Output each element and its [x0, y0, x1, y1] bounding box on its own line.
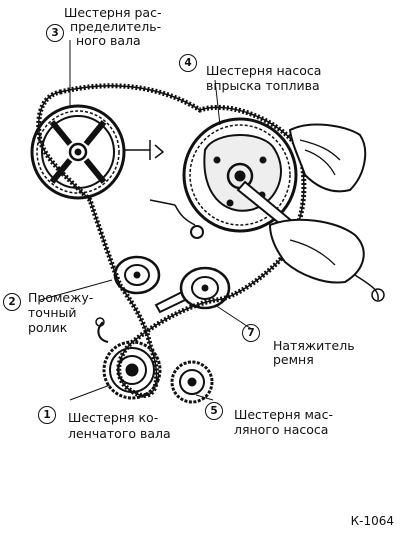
idler-pulley-label-line1: Промежу-	[28, 290, 94, 305]
tensioner-drawing	[149, 199, 231, 314]
camshaft-gear-drawing	[30, 104, 165, 200]
injection-pump-gear-label-line2: впрыска топлива	[206, 78, 320, 93]
callout-number-3: 3	[46, 24, 64, 42]
crank-gear-drawing	[95, 317, 162, 400]
callout-number-1: 1	[38, 406, 56, 424]
timing-belt	[36, 83, 307, 398]
injection-pump-gear-label-line1: Шестерня насоса	[206, 63, 322, 78]
callout-number-4: 4	[179, 54, 197, 72]
oil-pump-gear-label-line2: ляного насоса	[234, 422, 329, 437]
tensioner-label-line2: ремня	[273, 352, 314, 367]
injection-pump-gear-drawing	[182, 117, 385, 302]
camshaft-gear-label-line1: Шестерня рас-	[64, 5, 162, 20]
crank-gear-label-line1: Шестерня ко-	[68, 410, 159, 425]
idler-pulley-drawing	[113, 255, 161, 295]
callout-number-2: 2	[3, 293, 21, 311]
crank-gear-label-line2: ленчатого вала	[68, 426, 171, 441]
tensioner-label-line1: Натяжитель	[273, 338, 355, 353]
oil-pump-gear-drawing	[170, 360, 214, 404]
camshaft-gear-label-line2: пределитель-	[70, 19, 162, 34]
figure-code: К-1064	[350, 514, 394, 528]
leader-lines	[39, 40, 254, 401]
callout-number-7: 7	[242, 324, 260, 342]
oil-pump-gear-label-line1: Шестерня мас-	[234, 407, 333, 422]
idler-pulley-label-line2: точный	[28, 305, 77, 320]
idler-pulley-label-line3: ролик	[28, 320, 68, 335]
callout-number-5: 5	[205, 402, 223, 420]
camshaft-gear-label-line3: ного вала	[76, 33, 141, 48]
